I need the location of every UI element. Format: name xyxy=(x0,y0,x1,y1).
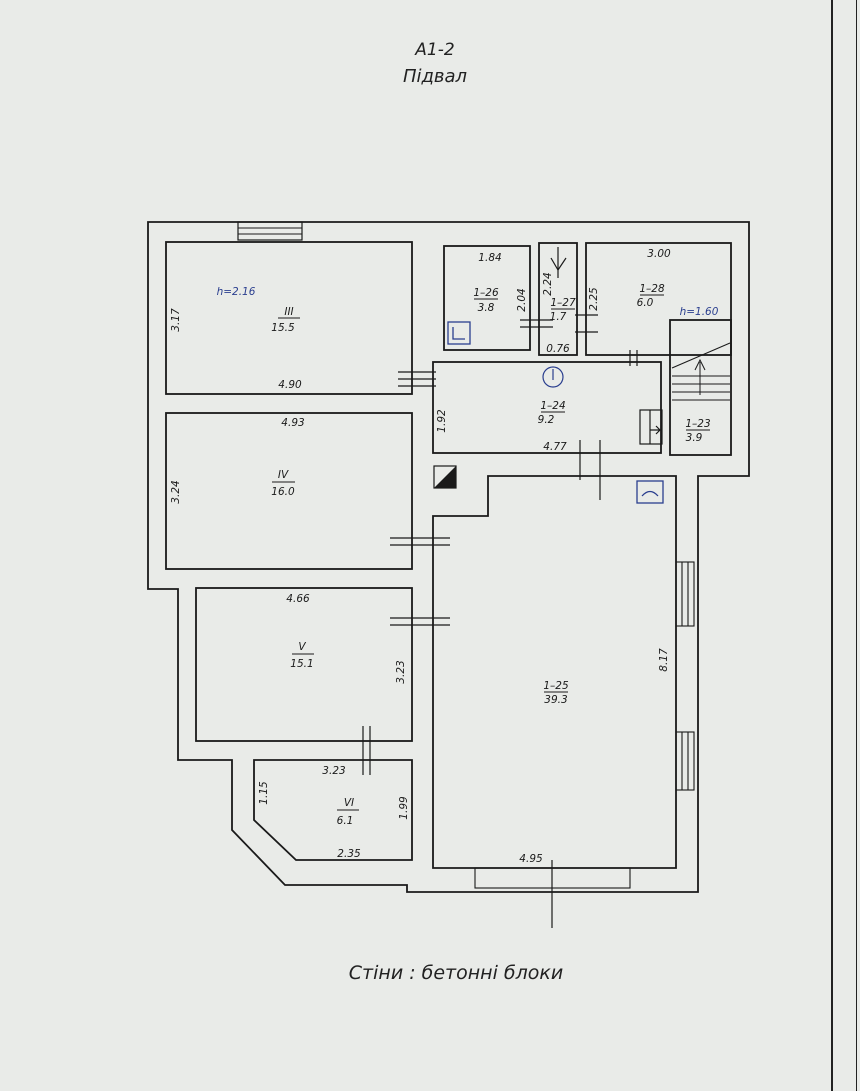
room-III xyxy=(165,241,413,395)
room-1-27-id: 1–27 xyxy=(550,297,576,309)
room-1-24-id: 1–24 xyxy=(540,400,565,412)
room-1-26-area: 3.8 xyxy=(478,302,495,314)
room-VI-area: 6.1 xyxy=(337,815,354,827)
room-VI-dim-c: 1.99 xyxy=(398,796,410,820)
frame-border-outer xyxy=(856,0,857,1091)
room-V-area: 15.1 xyxy=(290,658,313,670)
room-1-24-area: 9.2 xyxy=(538,414,555,426)
room-1-24 xyxy=(432,361,662,454)
room-1-26 xyxy=(443,245,531,351)
room-1-28-height: h=1.60 xyxy=(680,306,719,318)
room-1-26-dim-a: 1.84 xyxy=(478,252,501,264)
room-VI-dim-a: 3.23 xyxy=(322,765,345,777)
room-1-26-dim-b: 2.04 xyxy=(516,288,528,311)
room-IV-dim-b: 3.24 xyxy=(170,480,182,503)
door-marks xyxy=(362,314,638,928)
room-VI-id: VI xyxy=(344,797,354,809)
electrical-panel-icon xyxy=(433,465,457,489)
frame-border-line xyxy=(831,0,833,1091)
room-IV-id: IV xyxy=(278,469,289,481)
room-III-area: 15.5 xyxy=(271,322,295,334)
room-V-id: V xyxy=(298,641,306,653)
room-V-dim-a: 4.66 xyxy=(286,593,310,605)
room-1-27-dim-a: 2.24 xyxy=(542,272,554,295)
room-1-25 xyxy=(432,475,677,869)
meter-icon xyxy=(542,366,564,388)
room-III-dim-a: 3.17 xyxy=(170,308,182,332)
boiler-icon xyxy=(636,480,664,504)
windows-right xyxy=(474,561,695,889)
room-VI xyxy=(253,759,413,861)
room-III-height: h=2.16 xyxy=(217,286,256,298)
room-1-25-id: 1–25 xyxy=(543,680,569,692)
sink-icon xyxy=(447,321,471,345)
room-1-28 xyxy=(585,242,732,356)
room-1-27-area: 1.7 xyxy=(550,311,567,323)
toilet-icon xyxy=(550,247,567,278)
room-1-27 xyxy=(538,242,578,356)
room-IV xyxy=(165,412,413,570)
window-top xyxy=(237,221,303,241)
room-1-25-area: 39.3 xyxy=(544,694,567,706)
room-IV-area: 16.0 xyxy=(271,486,295,498)
sheet-code: А1-2 xyxy=(415,40,455,60)
room-1-25-dim-a: 8.17 xyxy=(658,648,670,672)
room-1-24-dim-b: 4.77 xyxy=(543,441,567,453)
room-1-28-dim-a: 3.00 xyxy=(647,248,671,260)
room-1-23-id: 1–23 xyxy=(685,418,710,430)
room-1-28-area: 6.0 xyxy=(637,297,654,309)
room-1-28-dim-b: 2.25 xyxy=(588,287,600,311)
walls-material-note: Стіни : бетонні блоки xyxy=(348,962,564,984)
room-V-dim-b: 3.23 xyxy=(395,660,407,683)
room-labels: III 15.5 h=2.16 3.17 4.90 IV 16.0 4.93 3… xyxy=(170,248,719,865)
room-1-24-dim-a: 1.92 xyxy=(436,409,448,433)
room-III-dim-b: 4.90 xyxy=(278,379,302,391)
room-1-27-dim-b: 0.76 xyxy=(546,343,570,355)
room-VI-dim-b: 1.15 xyxy=(258,781,270,805)
room-1-28-id: 1–28 xyxy=(639,283,665,295)
room-VI-dim-d: 2.35 xyxy=(337,848,361,860)
stairs xyxy=(671,342,731,401)
outer-wall xyxy=(147,221,750,893)
floor-name: Підвал xyxy=(402,66,468,87)
room-1-26-id: 1–26 xyxy=(473,287,499,299)
room-IV-dim-a: 4.93 xyxy=(281,417,304,429)
stair-box-icon xyxy=(639,409,663,445)
room-III-id: III xyxy=(284,306,293,318)
room-1-23-area: 3.9 xyxy=(686,432,703,444)
room-1-25-dim-b: 4.95 xyxy=(519,853,543,865)
room-V xyxy=(195,587,413,742)
